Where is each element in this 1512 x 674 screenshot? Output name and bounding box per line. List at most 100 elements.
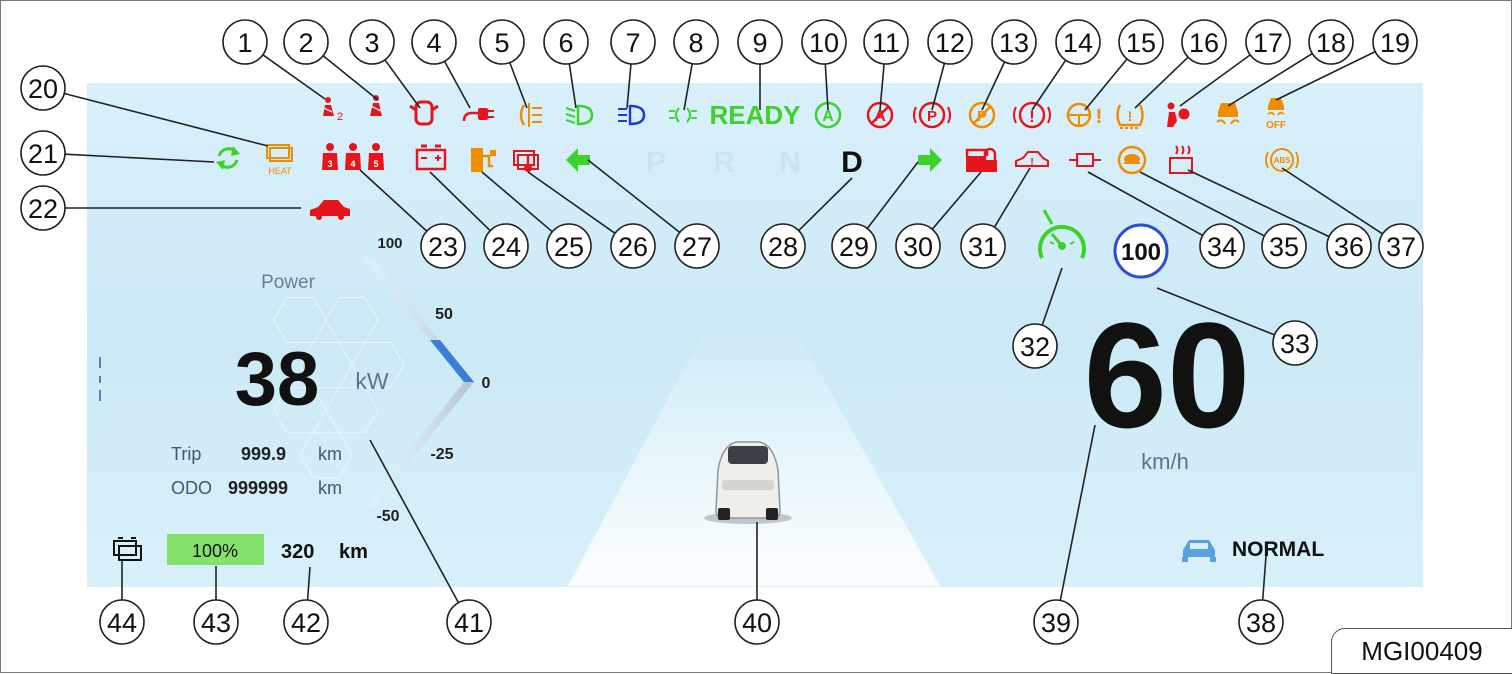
leader-line-7 (626, 63, 632, 109)
callout-number: 15 (1126, 28, 1156, 58)
trip-label: Trip (171, 444, 201, 464)
gear-n: N (779, 146, 801, 179)
vehicle-fault-icon: ! (1015, 151, 1049, 168)
callout-number: 13 (999, 28, 1029, 58)
callout-number: 29 (839, 232, 869, 262)
leader-line-20 (64, 92, 269, 147)
speed-unit: km/h (1141, 449, 1189, 474)
trip-unit: km (318, 444, 342, 464)
callout-number: 11 (872, 28, 900, 58)
parking-brake-icon: P (913, 101, 951, 129)
callout-number: 38 (1246, 608, 1276, 638)
leader-line-24 (429, 171, 491, 232)
callout-number: 37 (1386, 232, 1416, 262)
callout-29: 29 (831, 223, 877, 269)
callout-number: 43 (201, 608, 231, 638)
parking-brake-fault-icon: P (968, 101, 996, 129)
leader-line-5 (509, 62, 528, 109)
leader-line-42 (306, 566, 311, 601)
power-tick-100: 100 (377, 235, 402, 252)
door-open-warning-icon (409, 100, 439, 126)
svg-text:OFF: OFF (1266, 120, 1286, 131)
svg-text:5: 5 (373, 159, 378, 169)
battery-overheat-icon (513, 150, 539, 172)
callout-number: 27 (682, 232, 712, 262)
callout-number: 39 (1041, 608, 1071, 638)
callout-number: 10 (809, 28, 839, 58)
leader-line-35 (1139, 171, 1265, 237)
callout-21: 21 (20, 130, 66, 176)
svg-text:4: 4 (350, 159, 355, 169)
odo-label: ODO (171, 478, 212, 498)
callout-number: 14 (1063, 28, 1093, 58)
callout-number: 1 (237, 28, 252, 58)
callout-36: 36 (1326, 223, 1372, 269)
callout-number: 19 (1380, 28, 1410, 58)
callout-23: 23 (420, 223, 466, 269)
power-level-fill (430, 340, 474, 382)
stability-control-icon (1216, 103, 1240, 125)
callout-9: 9 (737, 19, 783, 65)
leader-line-4 (443, 60, 471, 109)
callout-4: 4 (411, 19, 457, 65)
left-turn-signal-icon (566, 148, 590, 172)
power-gauge (362, 258, 474, 506)
charging-cable-connected-icon (462, 108, 494, 122)
charging-indicator-icon (471, 148, 496, 172)
callout-38: 38 (1238, 599, 1284, 645)
svg-text:100: 100 (1121, 239, 1161, 266)
callout-39: 39 (1033, 599, 1079, 645)
callout-37: 37 (1378, 223, 1424, 269)
callout-33: 33 (1272, 320, 1318, 366)
callout-5: 5 (479, 19, 525, 65)
leader-line-27 (587, 159, 681, 234)
airbag-warning-icon (1167, 102, 1190, 127)
leader-line-34 (1087, 171, 1204, 237)
callout-number: 33 (1280, 329, 1310, 359)
callout-44: 44 (99, 599, 145, 645)
callout-number: 9 (752, 28, 767, 58)
callout-number: 23 (428, 232, 458, 262)
leader-line-25 (481, 171, 553, 233)
vehicle-image (704, 441, 792, 524)
svg-text:HEAT: HEAT (268, 166, 292, 176)
callout-2: 2 (283, 19, 329, 65)
callout-number: 18 (1316, 28, 1346, 58)
svg-text:!: ! (1029, 107, 1035, 126)
power-value: 38 (235, 337, 320, 422)
callout-30: 30 (895, 223, 941, 269)
callout-19: 19 (1372, 19, 1418, 65)
callout-leader-lines (64, 50, 1384, 604)
turtle-mode-icon (1117, 145, 1147, 175)
range-value: 320 (281, 541, 314, 563)
callout-number: 22 (28, 194, 58, 224)
svg-text:!: ! (1030, 157, 1033, 168)
trip-value: 999.9 (241, 444, 286, 464)
callout-number: 42 (291, 608, 321, 638)
callout-number: 44 (107, 608, 137, 638)
leader-line-28 (798, 177, 853, 232)
leader-line-10 (824, 63, 829, 111)
security-icon (965, 147, 997, 172)
motor-overheat-icon (1169, 145, 1193, 174)
callout-28: 28 (760, 223, 806, 269)
svg-text:A: A (822, 108, 834, 125)
svg-text:ABS: ABS (1274, 156, 1292, 165)
power-tick-minus50: -50 (376, 508, 399, 525)
leader-line-15 (1084, 58, 1128, 111)
callout-number: 16 (1189, 28, 1219, 58)
callout-number: 28 (768, 232, 798, 262)
gear-p: P (646, 146, 666, 179)
callout-number: 25 (554, 232, 584, 262)
callout-25: 25 (546, 223, 592, 269)
callout-10: 10 (801, 19, 847, 65)
tyre-pressure-warning-icon: ! (1116, 104, 1144, 129)
callout-number: 34 (1207, 232, 1237, 262)
stability-control-off-icon: OFF (1266, 98, 1286, 131)
speed-limit-icon: 100 (1113, 223, 1169, 279)
callout-43: 43 (193, 599, 239, 645)
callout-41: 41 (446, 599, 492, 645)
range-unit: km (339, 541, 368, 563)
callout-number: 21 (28, 139, 58, 169)
battery-heat-icon: HEAT (266, 144, 293, 176)
